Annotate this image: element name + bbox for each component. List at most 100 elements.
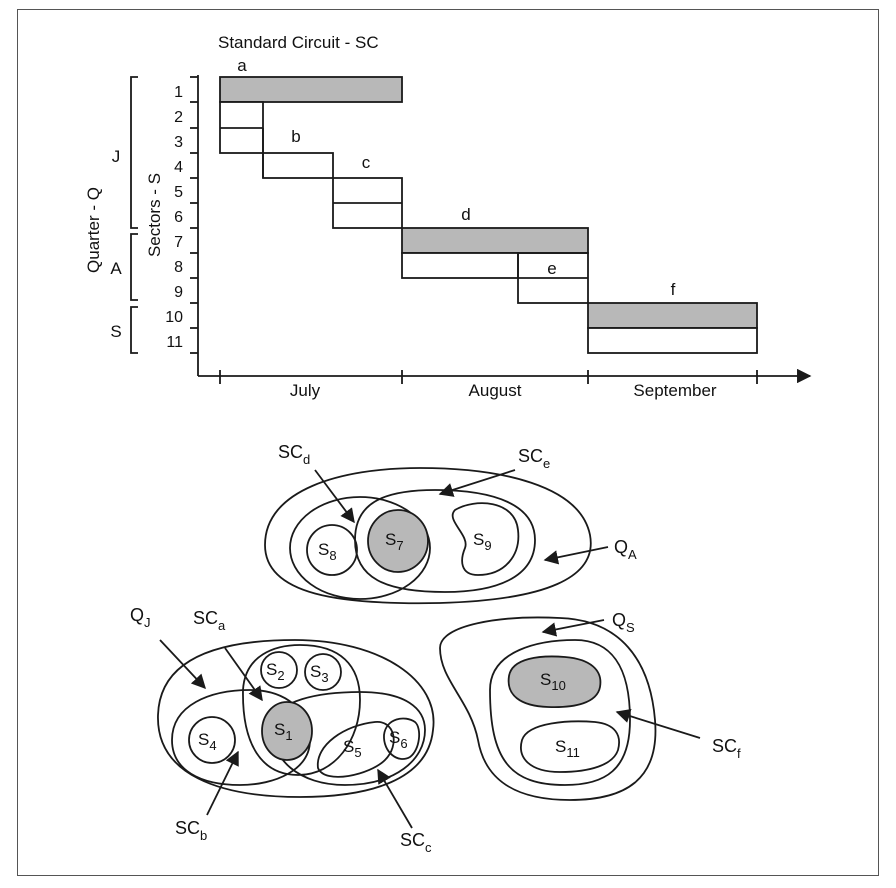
label-s8: S8 <box>318 540 337 563</box>
chart-title: Standard Circuit - SC <box>218 33 379 52</box>
label-sub: 2 <box>277 668 284 683</box>
sector-label: 11 <box>166 334 183 351</box>
circuit-c-set <box>271 691 426 786</box>
label-sc-f: SCf <box>712 736 741 761</box>
label-base: S <box>555 737 566 756</box>
sector-11-set <box>520 720 620 773</box>
quarter-j-outline <box>157 639 435 798</box>
label-sub: d <box>303 452 310 467</box>
label-base: S <box>540 670 551 689</box>
sector-label: 2 <box>174 109 183 126</box>
circuit-letter-b: b <box>291 127 300 146</box>
figure-frame <box>17 9 879 876</box>
circuit-letter-e: e <box>547 259 556 278</box>
label-sub: A <box>628 547 637 562</box>
sector-label: 5 <box>174 184 183 201</box>
circuit-letters: a b c d e f <box>237 56 675 299</box>
y-ticks <box>190 76 198 354</box>
label-sub: 7 <box>396 538 403 553</box>
circuit-boxes <box>219 76 758 354</box>
label-base: S <box>310 662 321 681</box>
circuit-f-box <box>587 327 758 354</box>
label-base: SC <box>193 608 218 628</box>
month-label-july: July <box>290 381 321 400</box>
label-q-s: QS <box>612 610 635 635</box>
sector-label: 8 <box>174 259 183 276</box>
label-base: SC <box>518 446 543 466</box>
label-sub: f <box>737 746 741 761</box>
label-s3: S3 <box>310 662 329 685</box>
circuit-letter-c: c <box>362 153 371 172</box>
sector-8-set <box>306 524 358 576</box>
label-sub: 4 <box>209 738 216 753</box>
quarter-brackets <box>130 76 138 354</box>
sector-label: 7 <box>174 234 183 251</box>
month-label-september: September <box>633 381 716 400</box>
quarter-label-s: S <box>110 322 121 341</box>
month-ticks <box>219 370 758 384</box>
label-sub: b <box>200 828 207 843</box>
label-s4: S4 <box>198 730 217 753</box>
circuit-a-shaded <box>219 76 403 103</box>
circuit-f-shaded <box>587 302 758 329</box>
label-sub: 5 <box>354 745 361 760</box>
label-base: SC <box>400 830 425 850</box>
quarter-j-diagram <box>157 639 435 798</box>
sector-label: 3 <box>174 134 183 151</box>
quarter-s-diagram <box>439 616 657 801</box>
pointer-arrows <box>159 469 701 829</box>
label-sub: 10 <box>551 678 565 693</box>
label-s6: S6 <box>389 728 408 751</box>
circuit-b-box <box>262 152 334 179</box>
sector-1-set <box>261 701 313 761</box>
label-s10: S10 <box>540 670 566 693</box>
circuit-d-box <box>401 252 519 279</box>
label-sub: c <box>425 840 432 855</box>
quarter-a-outline <box>264 467 592 605</box>
y-axis-inner-label: Sectors - S <box>145 173 164 257</box>
label-s11: S11 <box>555 737 580 760</box>
label-s7: S7 <box>385 530 404 553</box>
label-sub: 8 <box>329 548 336 563</box>
label-base: Q <box>612 610 626 630</box>
sector-6-set <box>383 717 421 760</box>
label-base: S <box>473 530 484 549</box>
label-base: Q <box>614 537 628 557</box>
label-base: S <box>385 530 396 549</box>
label-base: S <box>274 720 285 739</box>
sector-5-set <box>317 721 395 778</box>
label-sub: 3 <box>321 670 328 685</box>
sector-3-set <box>304 653 342 691</box>
label-s2: S2 <box>266 660 285 683</box>
label-sc-a: SCa <box>193 608 226 633</box>
label-base: SC <box>175 818 200 838</box>
sector-9-set <box>451 502 520 576</box>
label-q-j: QJ <box>130 605 151 630</box>
sector-tick-labels: 1 2 3 4 5 6 7 8 9 10 11 <box>165 84 183 351</box>
circuit-d-set <box>289 496 431 600</box>
set-labels: SCd SCe QA QJ SCa QS SCf SCb SCc <box>130 442 741 855</box>
label-sub: a <box>218 618 226 633</box>
label-sub: e <box>543 456 550 471</box>
label-base: S <box>198 730 209 749</box>
circuit-letter-d: d <box>461 205 470 224</box>
circuit-letter-f: f <box>671 280 676 299</box>
label-base: SC <box>712 736 737 756</box>
label-base: S <box>343 737 354 756</box>
label-s1: S1 <box>274 720 293 743</box>
sector-label: 9 <box>174 284 183 301</box>
sector-2-set <box>260 651 298 689</box>
quarter-label-a: A <box>110 259 122 278</box>
sector-label: 10 <box>165 309 183 326</box>
quarter-s-outline <box>439 616 657 801</box>
quarter-a-diagram <box>264 467 592 605</box>
sector-10-set <box>507 655 602 709</box>
sector-label: 1 <box>174 84 183 101</box>
label-sc-d: SCd <box>278 442 310 467</box>
label-s5: S5 <box>343 737 362 760</box>
label-sub: 11 <box>566 745 580 760</box>
quarter-label-j: J <box>112 147 121 166</box>
label-sc-e: SCe <box>518 446 550 471</box>
circuit-letter-a: a <box>237 56 247 75</box>
